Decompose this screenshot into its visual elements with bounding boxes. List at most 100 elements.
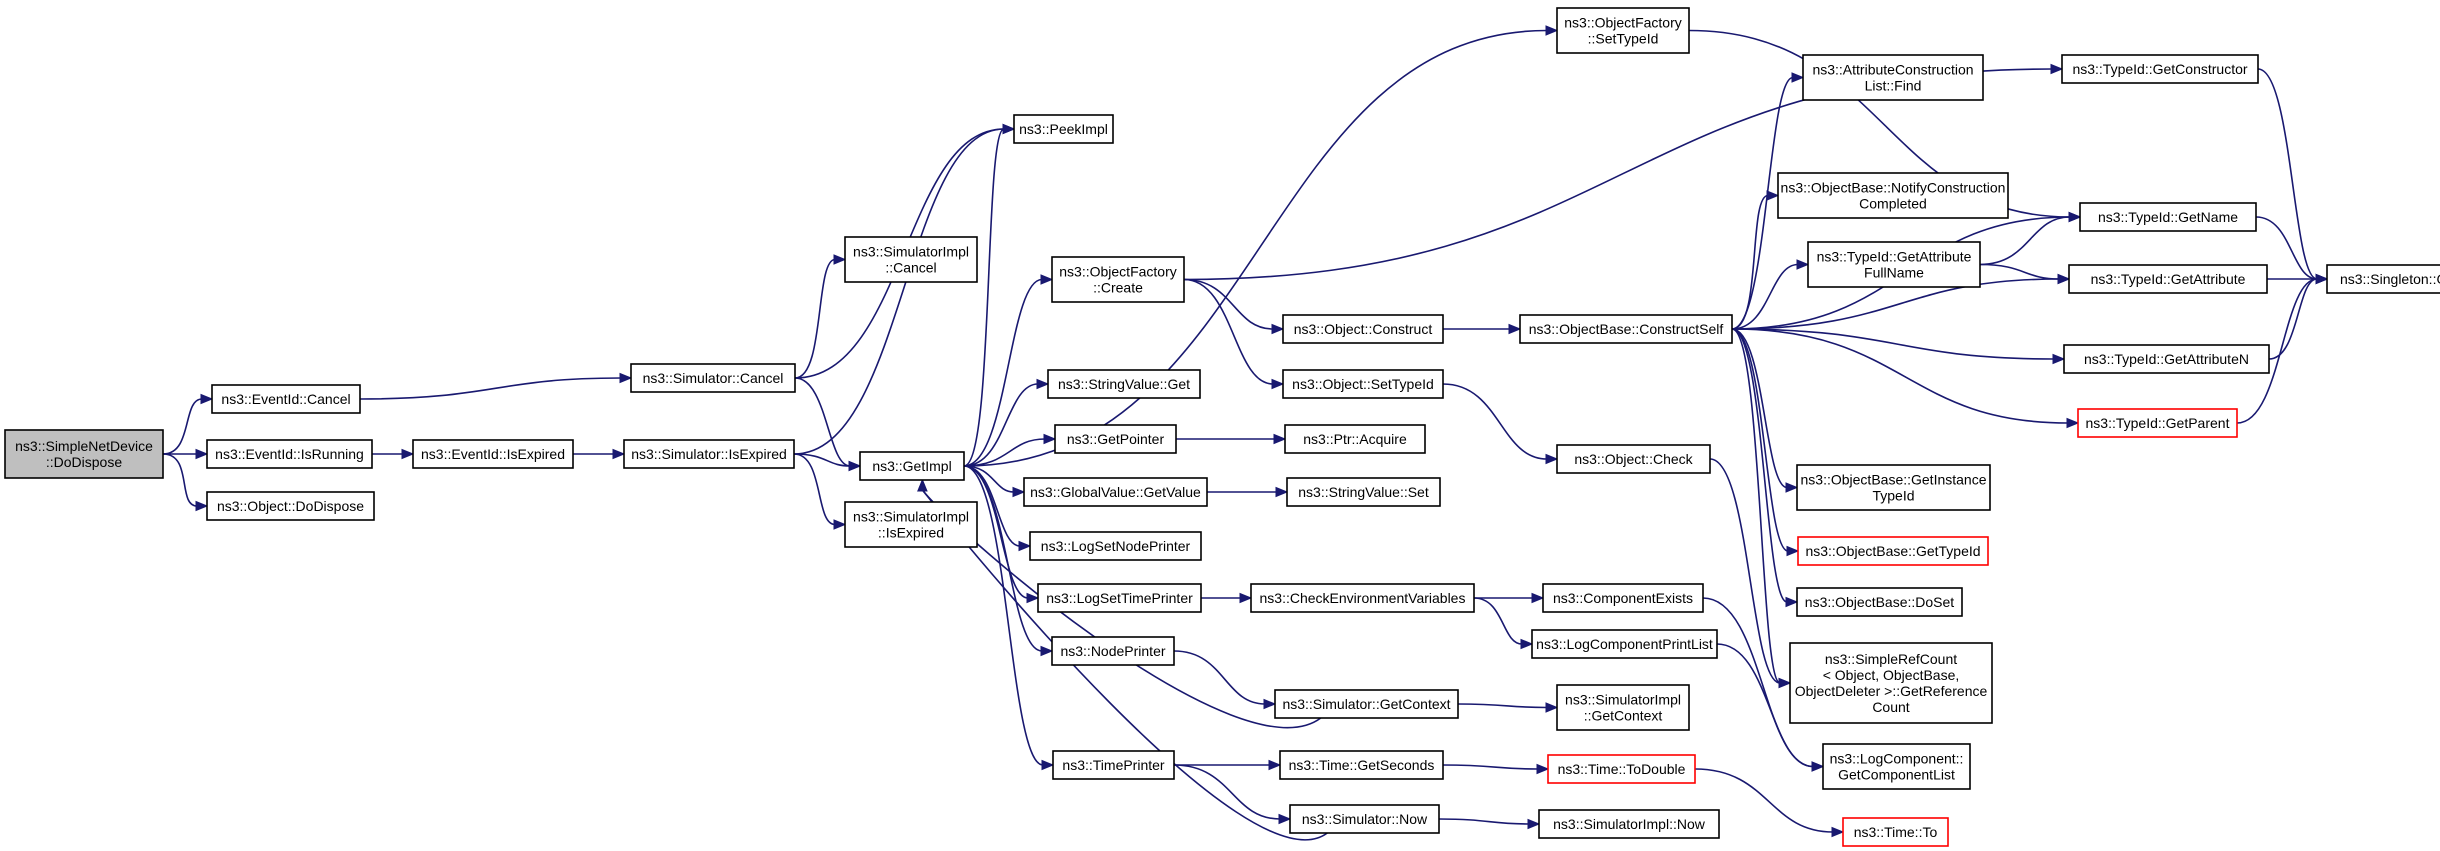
node-simimpl-isexpired[interactable]: ns3::SimulatorImpl::IsExpired (844, 501, 978, 548)
node-logsettimeprinter[interactable]: ns3::LogSetTimePrinter (1037, 583, 1202, 613)
node-box[interactable] (1556, 684, 1690, 731)
node-box[interactable] (1286, 477, 1441, 507)
node-box[interactable] (1289, 804, 1440, 834)
node-box[interactable] (1531, 629, 1718, 659)
node-typeid-getparent[interactable]: ns3::TypeId::GetParent (2077, 408, 2238, 438)
node-logcomponentprintlist[interactable]: ns3::LogComponentPrintList (1531, 629, 1718, 659)
node-typeid-getconstructor[interactable]: ns3::TypeId::GetConstructor (2061, 54, 2259, 84)
node-nodeprinter[interactable]: ns3::NodePrinter (1051, 636, 1175, 666)
node-stringvalue-get[interactable]: ns3::StringValue::Get (1047, 369, 1201, 399)
node-objbase-doset[interactable]: ns3::ObjectBase::DoSet (1796, 587, 1963, 617)
node-root[interactable]: ns3::SimpleNetDevice::DoDispose (4, 429, 164, 479)
node-simimpl-getcontext[interactable]: ns3::SimulatorImpl::GetContext (1556, 684, 1690, 731)
node-getpointer[interactable]: ns3::GetPointer (1054, 424, 1177, 454)
node-box[interactable] (1538, 809, 1720, 839)
node-box[interactable] (1284, 424, 1426, 454)
node-box[interactable] (1037, 583, 1202, 613)
node-simplerefcount-getrefcount[interactable]: ns3::SimpleRefCount< Object, ObjectBase,… (1789, 642, 1993, 724)
node-box[interactable] (1842, 817, 1949, 847)
node-checkenvvars[interactable]: ns3::CheckEnvironmentVariables (1250, 583, 1475, 613)
node-box[interactable] (1796, 464, 1991, 511)
node-objfactory-settypeid[interactable]: ns3::ObjectFactory::SetTypeId (1556, 7, 1690, 54)
node-box[interactable] (1282, 369, 1444, 399)
node-box[interactable] (1789, 642, 1993, 724)
node-box[interactable] (1556, 7, 1690, 54)
node-box[interactable] (859, 451, 965, 481)
node-singleton-get[interactable]: ns3::Singleton::Get (2326, 264, 2440, 294)
node-box[interactable] (1250, 583, 1475, 613)
node-box[interactable] (1807, 241, 1981, 288)
node-object-settypeid[interactable]: ns3::Object::SetTypeId (1282, 369, 1444, 399)
node-objbase-notifyconstructioncompleted[interactable]: ns3::ObjectBase::NotifyConstructionCompl… (1777, 172, 2009, 219)
node-simulator-getcontext[interactable]: ns3::Simulator::GetContext (1274, 689, 1459, 719)
node-object-dodispose[interactable]: ns3::Object::DoDispose (206, 491, 375, 521)
node-box[interactable] (1519, 314, 1733, 344)
node-box[interactable] (1777, 172, 2009, 219)
node-box[interactable] (206, 439, 373, 469)
node-box[interactable] (4, 429, 164, 479)
node-simulator-now[interactable]: ns3::Simulator::Now (1289, 804, 1440, 834)
node-box[interactable] (1822, 743, 1971, 790)
node-box[interactable] (412, 439, 574, 469)
node-objfactory-create[interactable]: ns3::ObjectFactory::Create (1051, 256, 1185, 303)
node-box[interactable] (1796, 587, 1963, 617)
node-globalvalue-getvalue[interactable]: ns3::GlobalValue::GetValue (1023, 477, 1208, 507)
node-box[interactable] (2077, 408, 2238, 438)
node-typeid-getname[interactable]: ns3::TypeId::GetName (2079, 202, 2257, 232)
node-box[interactable] (1556, 444, 1711, 474)
node-box[interactable] (1802, 54, 1984, 101)
node-typeid-getattribute[interactable]: ns3::TypeId::GetAttribute (2068, 264, 2268, 294)
node-time-todouble[interactable]: ns3::Time::ToDouble (1547, 754, 1696, 784)
node-componentexists[interactable]: ns3::ComponentExists (1542, 583, 1704, 613)
node-box[interactable] (1054, 424, 1177, 454)
node-time-to[interactable]: ns3::Time::To (1842, 817, 1949, 847)
node-box[interactable] (1023, 477, 1208, 507)
node-simulator-isexpired[interactable]: ns3::Simulator::IsExpired (623, 439, 795, 469)
node-eventid-cancel[interactable]: ns3::EventId::Cancel (211, 384, 361, 414)
node-simimpl-now[interactable]: ns3::SimulatorImpl::Now (1538, 809, 1720, 839)
node-box[interactable] (1047, 369, 1201, 399)
node-box[interactable] (1274, 689, 1459, 719)
node-box[interactable] (2326, 264, 2440, 294)
node-box[interactable] (2061, 54, 2259, 84)
node-box[interactable] (1051, 636, 1175, 666)
node-objbase-gettypeid[interactable]: ns3::ObjectBase::GetTypeId (1797, 536, 1989, 566)
node-box[interactable] (844, 501, 978, 548)
node-time-getseconds[interactable]: ns3::Time::GetSeconds (1279, 750, 1444, 780)
node-box[interactable] (2079, 202, 2257, 232)
node-simimpl-cancel[interactable]: ns3::SimulatorImpl::Cancel (844, 236, 978, 283)
node-box[interactable] (2063, 344, 2270, 374)
node-logsetnodeprinter[interactable]: ns3::LogSetNodePrinter (1029, 531, 1202, 561)
node-logcomponent-getcomponentlist[interactable]: ns3::LogComponent::GetComponentList (1822, 743, 1971, 790)
node-box[interactable] (211, 384, 361, 414)
node-box[interactable] (1029, 531, 1202, 561)
node-box[interactable] (630, 363, 796, 393)
node-box[interactable] (1547, 754, 1696, 784)
node-box[interactable] (623, 439, 795, 469)
node-simulator-cancel[interactable]: ns3::Simulator::Cancel (630, 363, 796, 393)
node-getimpl[interactable]: ns3::GetImpl (859, 451, 965, 481)
node-box[interactable] (1282, 314, 1444, 344)
node-box[interactable] (1542, 583, 1704, 613)
node-objbase-constructself[interactable]: ns3::ObjectBase::ConstructSelf (1519, 314, 1733, 344)
node-typeid-getattributen[interactable]: ns3::TypeId::GetAttributeN (2063, 344, 2270, 374)
node-box[interactable] (206, 491, 375, 521)
node-stringvalue-set[interactable]: ns3::StringValue::Set (1286, 477, 1441, 507)
node-box[interactable] (2068, 264, 2268, 294)
node-timeprinter[interactable]: ns3::TimePrinter (1052, 750, 1175, 780)
node-object-construct[interactable]: ns3::Object::Construct (1282, 314, 1444, 344)
node-eventid-isexpired[interactable]: ns3::EventId::IsExpired (412, 439, 574, 469)
node-box[interactable] (844, 236, 978, 283)
node-eventid-isrunning[interactable]: ns3::EventId::IsRunning (206, 439, 373, 469)
node-ptr-acquire[interactable]: ns3::Ptr::Acquire (1284, 424, 1426, 454)
node-box[interactable] (1051, 256, 1185, 303)
node-peekimpl[interactable]: ns3::PeekImpl (1013, 114, 1114, 144)
node-box[interactable] (1052, 750, 1175, 780)
node-object-check[interactable]: ns3::Object::Check (1556, 444, 1711, 474)
node-box[interactable] (1279, 750, 1444, 780)
node-box[interactable] (1797, 536, 1989, 566)
node-box[interactable] (1013, 114, 1114, 144)
